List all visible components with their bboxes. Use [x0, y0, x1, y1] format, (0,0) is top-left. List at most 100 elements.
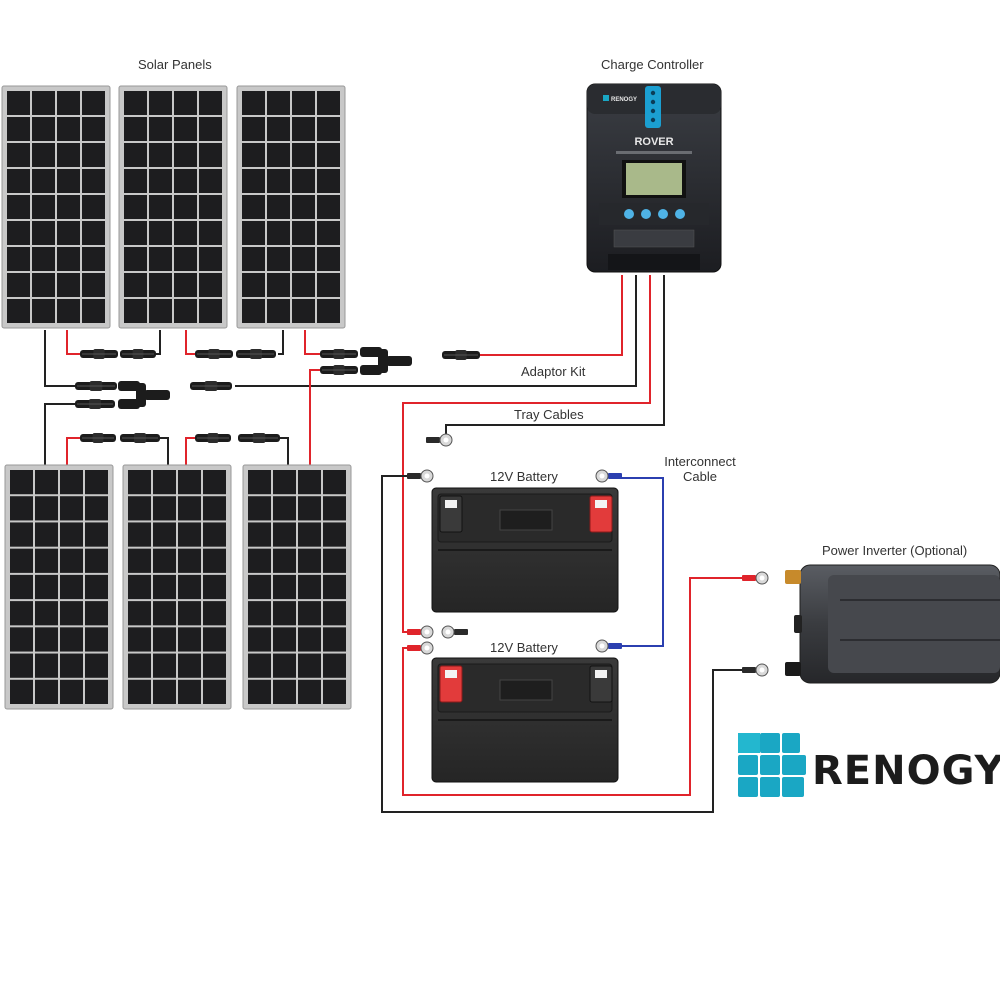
controller-subtitle-line	[616, 151, 692, 154]
panel-cell	[128, 522, 151, 547]
panel-cell	[267, 117, 290, 141]
logo-tile	[782, 755, 806, 775]
panel-cell	[323, 627, 346, 652]
panel-cell	[292, 143, 315, 167]
panel-cell	[32, 117, 55, 141]
controller-lcd	[626, 163, 682, 195]
controller-button[interactable]	[624, 209, 634, 219]
panel-cell	[85, 522, 108, 547]
inverter-negative-post	[785, 662, 801, 676]
panel-cell	[317, 169, 340, 193]
panel-cell	[273, 548, 296, 573]
mc4-connector	[75, 381, 117, 391]
controller-spec-label	[613, 229, 695, 248]
mc4-connector	[80, 349, 118, 359]
panel-cell	[60, 548, 83, 573]
panel-cell	[35, 548, 58, 573]
y-branch-connector	[360, 347, 412, 375]
panel-cell	[7, 117, 30, 141]
panel-cell	[57, 169, 80, 193]
panel-cell	[178, 574, 201, 600]
panel-cell	[323, 601, 346, 626]
logo-tile	[782, 777, 804, 797]
controller-button[interactable]	[641, 209, 651, 219]
panel-cell	[273, 601, 296, 626]
panel-positive-lead	[185, 330, 195, 355]
logo-tile	[760, 733, 780, 753]
terminal-sleeve	[454, 629, 468, 635]
battery-12v	[431, 657, 619, 783]
panel-cell	[57, 273, 80, 297]
branch-out	[386, 356, 412, 366]
panel-cell	[128, 496, 151, 521]
adaptor-kit-label: Adaptor Kit	[521, 364, 586, 379]
terminal-sleeve	[426, 437, 440, 443]
panel-cell	[57, 91, 80, 115]
panel-cell	[128, 601, 151, 626]
ring-terminal	[742, 663, 769, 677]
controller-button[interactable]	[675, 209, 685, 219]
panel-cell	[248, 496, 271, 521]
panel-cell	[149, 273, 172, 297]
panel-cell	[149, 91, 172, 115]
panel-cell	[82, 143, 105, 167]
panel-cell	[292, 247, 315, 271]
charge-controller-label: Charge Controller	[601, 57, 704, 72]
panel-cell	[203, 653, 226, 678]
interconnect-cable-label: Interconnect Cable	[655, 454, 745, 484]
panel-cell	[323, 653, 346, 678]
panel-cell	[323, 548, 346, 573]
mc4-connector	[75, 399, 115, 409]
terminal-sleeve	[407, 645, 421, 651]
panel-cell	[317, 273, 340, 297]
panel-cell	[267, 195, 290, 219]
battery-bottom-label: 12V Battery	[490, 640, 558, 655]
panel-cell	[273, 470, 296, 495]
panel-cell	[128, 548, 151, 573]
panel-cell	[174, 247, 197, 271]
panel-cell	[35, 470, 58, 495]
y-branch-connector	[118, 381, 170, 409]
panel-cell	[7, 247, 30, 271]
panel-cell	[57, 299, 80, 323]
terminal-hole	[443, 437, 449, 443]
panel-cell	[248, 548, 271, 573]
panel-cell	[273, 679, 296, 704]
led-indicator	[650, 90, 656, 96]
terminal-hole	[424, 473, 430, 479]
panel-cell	[60, 679, 83, 704]
panel-cell	[153, 548, 176, 573]
controller-model: ROVER	[634, 136, 673, 148]
panel-cell	[60, 601, 83, 626]
solar-panel	[236, 85, 346, 329]
solar-panel	[4, 464, 114, 710]
terminal-sleeve	[742, 667, 756, 673]
panel-cell	[124, 169, 147, 193]
pv-negative-to-controller	[235, 275, 637, 387]
panel-cell	[85, 601, 108, 626]
panel-cell	[35, 522, 58, 547]
panel-cell	[178, 601, 201, 626]
panel-cell	[85, 470, 108, 495]
panel-positive-lead	[304, 330, 320, 355]
panel-cell	[199, 273, 222, 297]
branch-joint	[136, 383, 146, 407]
panel-cell	[178, 470, 201, 495]
ring-terminal	[426, 433, 453, 447]
panel-cell	[32, 273, 55, 297]
terminal-hole	[445, 629, 451, 635]
panel-cell	[82, 195, 105, 219]
battery-negative-tray-cable	[445, 275, 665, 440]
controller-button-panel	[599, 203, 709, 225]
mc4-connector	[195, 433, 231, 443]
solar-panel	[122, 464, 232, 710]
panel-cell	[248, 653, 271, 678]
terminal-sleeve	[407, 473, 421, 479]
panel-cell	[7, 91, 30, 115]
controller-button[interactable]	[658, 209, 668, 219]
panel-cell	[149, 117, 172, 141]
panel-cell	[203, 679, 226, 704]
panel-cell	[85, 496, 108, 521]
terminal-bolt	[445, 670, 457, 678]
panel-cell	[128, 470, 151, 495]
